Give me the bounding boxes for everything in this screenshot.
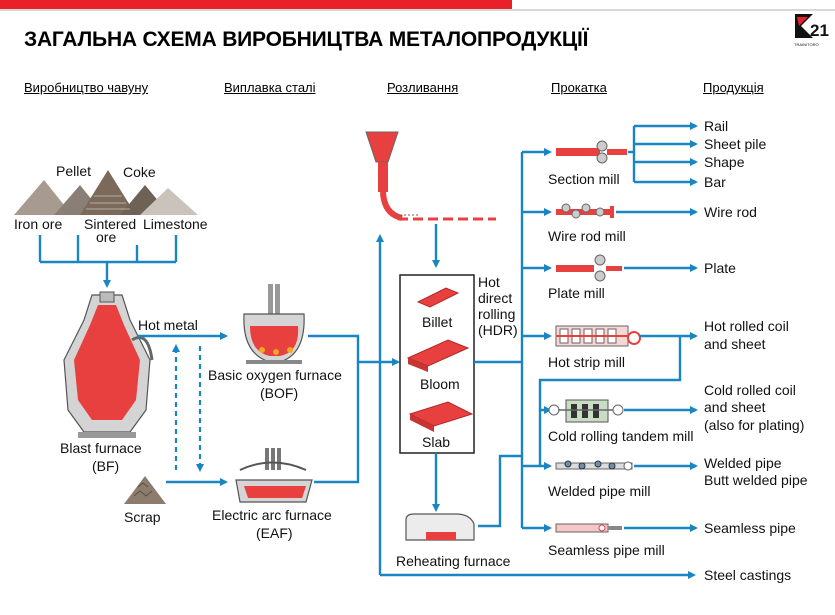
stage-products: Продукція xyxy=(703,80,764,95)
hdr-label-2: direct xyxy=(478,290,512,306)
product-sheet-pile: Sheet pile xyxy=(704,136,766,152)
product-hot-rolled-1: Hot rolled coil xyxy=(704,318,789,334)
product-shape: Shape xyxy=(704,154,745,170)
billet-label: Billet xyxy=(422,314,452,330)
product-cold-rolled-3: (also for plating) xyxy=(704,417,804,433)
seamless-pipe-mill-icon xyxy=(555,523,622,533)
pellet-label: Pellet xyxy=(56,163,91,179)
welded-pipe-mill-icon xyxy=(555,460,633,471)
logo-icon: 21 TRAINITORO xyxy=(794,14,829,47)
stage-steel-smelting: Виплавка сталі xyxy=(224,80,316,95)
limestone-pile xyxy=(140,188,198,215)
slab-icon xyxy=(408,401,474,432)
raw-material-piles xyxy=(14,170,198,215)
stage-rolling: Прокатка xyxy=(551,80,607,95)
bof-label-1: Basic oxygen furnace xyxy=(208,367,342,383)
section-mill-label: Section mill xyxy=(548,171,620,187)
hdr-label-3: rolling xyxy=(478,306,515,322)
product-steel-castings: Steel castings xyxy=(704,567,791,583)
cold-rolling-mill-icon xyxy=(548,399,624,423)
section-mill-icon xyxy=(556,140,627,164)
product-wire-rod: Wire rod xyxy=(704,204,757,220)
blast-furnace-icon xyxy=(63,291,154,438)
hot-strip-mill-label: Hot strip mill xyxy=(548,354,625,370)
hdr-label-4: (HDR) xyxy=(478,322,518,338)
coke-label: Coke xyxy=(123,164,156,180)
iron-ore-label: Iron ore xyxy=(14,216,62,232)
iron-ore-pile xyxy=(14,180,72,215)
product-butt-welded-pipe: Butt welded pipe xyxy=(704,472,808,488)
product-bar: Bar xyxy=(704,174,726,190)
continuous-caster-icon xyxy=(365,131,496,221)
stage-iron-production: Виробництво чавуну xyxy=(24,80,149,95)
hdr-label-1: Hot xyxy=(478,274,500,290)
top-accent-bar xyxy=(0,0,512,9)
wire-rod-mill-icon xyxy=(556,203,614,219)
page-title: ЗАГАЛЬНА СХЕМА ВИРОБНИЦТВА МЕТАЛОПРОДУКЦ… xyxy=(24,28,589,51)
svg-text:TRAINITORO: TRAINITORO xyxy=(794,42,819,47)
cold-rolling-mill-label: Cold rolling tandem mill xyxy=(548,428,694,444)
limestone-label: Limestone xyxy=(143,216,208,232)
product-hot-rolled-2: and sheet xyxy=(704,336,766,352)
bof-label-2: (BOF) xyxy=(260,385,298,401)
product-plate: Plate xyxy=(704,260,736,276)
blast-furnace-label-2: (BF) xyxy=(92,458,119,474)
sintered-ore-label-1: Sintered xyxy=(84,216,136,232)
reheating-furnace-label: Reheating furnace xyxy=(396,553,511,569)
bloom-icon xyxy=(406,339,470,372)
product-welded-pipe: Welded pipe xyxy=(704,455,782,471)
scrap-label: Scrap xyxy=(124,509,161,525)
seamless-pipe-mill-label: Seamless pipe mill xyxy=(548,542,665,558)
product-cold-rolled-2: and sheet xyxy=(704,399,766,415)
plate-mill-label: Plate mill xyxy=(548,285,605,301)
hot-metal-label: Hot metal xyxy=(138,317,198,333)
billet-icon xyxy=(416,287,460,308)
plate-mill-icon xyxy=(556,254,622,282)
sintered-ore-pile xyxy=(80,170,136,215)
welded-pipe-mill-label: Welded pipe mill xyxy=(548,483,650,499)
stage-casting: Розливання xyxy=(387,80,459,95)
svg-text:21: 21 xyxy=(810,21,829,40)
wire-rod-mill-label: Wire rod mill xyxy=(548,228,626,244)
scrap-pile xyxy=(124,476,166,504)
product-rail: Rail xyxy=(704,118,728,134)
eaf-label-1: Electric arc furnace xyxy=(212,507,332,523)
eaf-label-2: (EAF) xyxy=(256,525,293,541)
sintered-ore-label-2: ore xyxy=(96,229,116,245)
bof-icon xyxy=(243,284,305,364)
blast-furnace-label-1: Blast furnace xyxy=(60,440,142,456)
bloom-label: Bloom xyxy=(420,376,460,392)
slab-label: Slab xyxy=(422,434,450,450)
eaf-icon xyxy=(235,448,313,503)
product-seamless-pipe: Seamless pipe xyxy=(704,520,796,536)
hot-strip-mill-icon xyxy=(555,325,641,347)
top-divider xyxy=(0,9,835,11)
product-cold-rolled-1: Cold rolled coil xyxy=(704,382,796,398)
reheating-furnace-icon xyxy=(405,513,475,541)
